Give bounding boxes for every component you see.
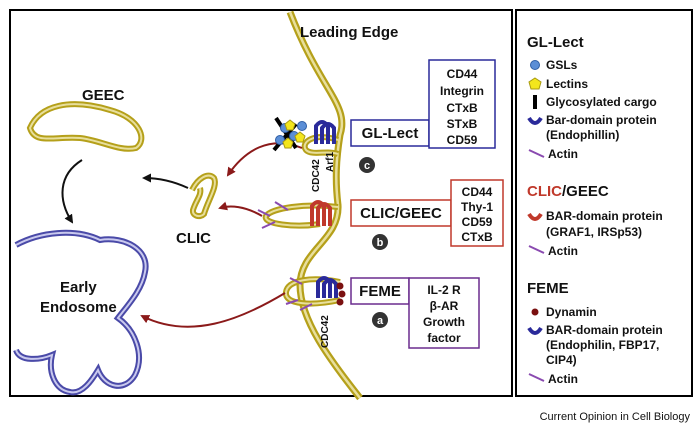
clic-geec-cargo-item: CD59 xyxy=(462,215,493,229)
clic-geec-site xyxy=(257,200,332,229)
gl-lect-cargo-item: STxB xyxy=(447,117,478,131)
legend-gl-lect: GL-Lect GSLs Lectins Glycosylated cargo … xyxy=(527,34,657,161)
clic-geec-cargo-item: CD44 xyxy=(462,185,493,199)
gl-lect-cargo-item: CD44 xyxy=(447,67,478,81)
clic-geec-badge xyxy=(372,234,388,250)
legend-item: (GRAF1, IRSp53) xyxy=(546,225,642,239)
actin-legend-icon xyxy=(528,245,545,254)
lectin-3 xyxy=(282,137,294,149)
bar-domain-red-legend-icon xyxy=(527,212,543,221)
early-endosome xyxy=(13,229,149,396)
clic-label: CLIC xyxy=(176,230,211,247)
feme-badge xyxy=(372,312,388,328)
legend-item: Bar-domain protein xyxy=(546,113,657,127)
actin-clic-1 xyxy=(257,209,271,217)
actin-feme-1 xyxy=(289,277,303,285)
geec-compartment xyxy=(26,101,145,152)
actin-legend-icon xyxy=(528,149,545,158)
feme-cargo-item: IL-2 R xyxy=(427,283,461,297)
lectin-legend-icon xyxy=(528,77,542,90)
legend-item: (Endophillin) xyxy=(546,128,619,142)
dynamin-1 xyxy=(336,282,344,290)
gsl-4 xyxy=(297,121,307,131)
clic-geec-cargo-item: CTxB xyxy=(461,230,493,244)
lectin-2 xyxy=(294,131,306,143)
bar-domain-clic-2 xyxy=(316,202,332,226)
bar-domain-gl-2 xyxy=(320,122,336,144)
clic-geec-cargo-item: Thy-1 xyxy=(461,200,493,214)
arf1-label: Arf1 xyxy=(325,152,336,172)
gsl-3 xyxy=(275,135,285,145)
legend-gl-lect-title: GL-Lect xyxy=(527,34,584,51)
legend-feme-title: FEME xyxy=(527,280,569,297)
gl-lect-pathway-box: GL-Lect CD44 Integrin CTxB STxB CD59 c xyxy=(350,59,496,173)
glycosylated-cargo-legend-icon xyxy=(533,95,537,109)
legend-item: Actin xyxy=(548,147,578,161)
gl-lect-site xyxy=(272,116,336,152)
arrow-clic-to-geec xyxy=(142,173,189,189)
bar-domain-feme-2 xyxy=(322,278,338,298)
gl-lect-label: GL-Lect xyxy=(362,125,419,142)
legend-panel xyxy=(515,9,693,397)
cdc42-bottom-label: CDC42 xyxy=(320,315,331,348)
legend-item: GSLs xyxy=(546,58,578,72)
feme-cargo-item: factor xyxy=(427,331,461,345)
bar-domain-legend-icon xyxy=(527,326,543,335)
gl-lect-cargo-item: CD59 xyxy=(447,133,478,147)
footer-credit: Current Opinion in Cell Biology xyxy=(540,411,691,423)
actin-feme-3 xyxy=(299,303,313,311)
feme-cargo-item: Growth xyxy=(423,315,465,329)
clic-compartment xyxy=(189,172,218,220)
feme-badge-letter: a xyxy=(377,315,384,327)
arrow-clic-geec-to-clic xyxy=(218,201,263,217)
legend-item: BAR-domain protein xyxy=(546,209,663,223)
legend-item: Lectins xyxy=(546,77,588,91)
lectin-1 xyxy=(284,119,296,131)
gl-lect-cargo-item: CTxB xyxy=(446,101,478,115)
actin-clic-3 xyxy=(261,221,276,229)
bar-domain-legend-icon xyxy=(527,116,543,125)
dynamin-3 xyxy=(336,298,344,306)
gsl-legend-icon xyxy=(530,60,540,70)
gl-lect-badge xyxy=(359,157,375,173)
early-endosome-label-2: Endosome xyxy=(40,299,117,316)
gl-lect-badge-letter: c xyxy=(364,160,370,172)
legend-item: Dynamin xyxy=(546,305,597,319)
actin-feme-2 xyxy=(285,299,299,305)
legend-clic-geec: CLIC/GEEC BAR-domain protein (GRAF1, IRS… xyxy=(527,183,663,258)
legend-item: Actin xyxy=(548,244,578,258)
feme-pathway-box: FEME IL-2 R β-AR Growth factor a xyxy=(350,277,480,349)
leading-edge-label: Leading Edge xyxy=(300,24,398,41)
geec-label: GEEC xyxy=(82,87,125,104)
cdc42-top-label: CDC42 xyxy=(311,159,322,192)
legend-clic-geec-title: CLIC/GEEC xyxy=(527,183,609,200)
clic-geec-label: CLIC/GEEC xyxy=(360,205,442,222)
clic-geec-pathway-box: CLIC/GEEC CD44 Thy-1 CD59 CTxB b xyxy=(350,179,504,250)
actin-legend-icon xyxy=(528,373,545,382)
dynamin-2 xyxy=(338,290,346,298)
early-endosome-label-1: Early xyxy=(60,279,97,296)
gl-lect-cargo-item: Integrin xyxy=(440,84,484,98)
clic-geec-badge-letter: b xyxy=(377,237,384,249)
membrane-invaginations xyxy=(262,134,341,307)
legend-item: BAR-domain protein xyxy=(546,323,663,337)
legend-feme: FEME Dynamin BAR-domain protein (Endophi… xyxy=(527,280,663,386)
feme-cargo-item: β-AR xyxy=(430,299,459,313)
dynamin-legend-icon xyxy=(531,308,539,316)
arrow-feme-to-endosome xyxy=(140,292,286,328)
legend-item: (Endophilin, FBP17, xyxy=(546,338,659,352)
legend-item: Glycosylated cargo xyxy=(546,95,657,109)
legend-item: Actin xyxy=(548,372,578,386)
feme-label: FEME xyxy=(359,283,401,300)
actin-clic-2 xyxy=(274,201,289,211)
feme-site xyxy=(285,276,346,311)
legend-item: CIP4) xyxy=(546,353,577,367)
arrow-geec-to-endosome xyxy=(61,159,83,224)
